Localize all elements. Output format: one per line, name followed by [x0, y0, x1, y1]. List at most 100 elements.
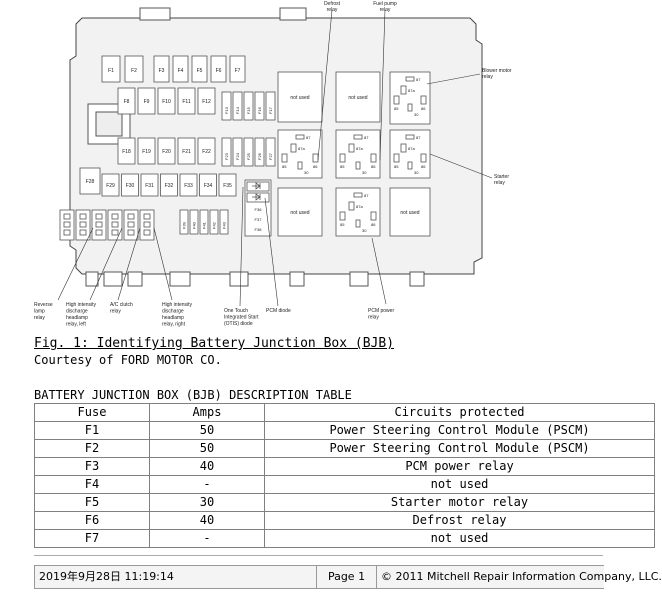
fuse-cell	[153, 55, 170, 83]
fuse-cell	[209, 209, 219, 235]
cell-amps: 30	[149, 493, 265, 512]
pin-label: 86	[371, 164, 376, 169]
relay-pin	[111, 221, 119, 228]
pin-label: 30	[362, 170, 367, 175]
pin-label: 30	[414, 170, 419, 175]
otis-diode-label: (OTIS) diode	[224, 321, 253, 327]
defrost-relay-label: Defrost	[324, 1, 341, 7]
relay-pin	[355, 161, 361, 170]
cell-amps: 40	[149, 511, 265, 530]
cell-fuse: F3	[34, 457, 150, 476]
relay-pin	[355, 219, 361, 228]
fuse-label: F11	[182, 99, 190, 105]
cell-circuit: not used	[264, 529, 655, 548]
relay-pin	[79, 213, 87, 220]
fuse-label: F36	[255, 207, 263, 212]
fuse-cell	[221, 137, 232, 167]
fuse-label: F37	[255, 217, 263, 222]
pin-label: 87a	[408, 146, 415, 151]
header-circuits: Circuits protected	[264, 403, 655, 422]
bjb-description-table: Fuse Amps Circuits protected F1 50 Power…	[34, 403, 655, 548]
fuse-cell	[179, 173, 198, 197]
fuse-label: F17	[268, 106, 273, 114]
fuse-label: F34	[204, 183, 213, 189]
pin-label: 86	[313, 164, 318, 169]
housing-tabs	[85, 7, 425, 287]
cell-fuse: F4	[34, 475, 150, 494]
otis-diode-label: Integrated Start	[224, 315, 259, 321]
relay-pin	[281, 153, 288, 163]
cell-circuit: Power Steering Control Module (PSCM)	[264, 421, 655, 440]
fuse-label: F38	[255, 227, 263, 232]
relay-pin	[348, 143, 355, 153]
fuse-label: F28	[86, 179, 95, 185]
fuse-label: F23	[224, 152, 229, 160]
fuse-cell	[172, 55, 189, 83]
pin-label: 87	[364, 135, 369, 140]
pin-label: 87	[364, 193, 369, 198]
blower-motor-relay-label: relay	[482, 74, 493, 80]
fuse-label: F30	[126, 183, 135, 189]
relay-pin	[127, 229, 135, 236]
pin-label: 87	[416, 135, 421, 140]
pin-label: 30	[414, 112, 419, 117]
fuse-label: F22	[202, 149, 211, 155]
table-title: BATTERY JUNCTION BOX (BJB) DESCRIPTION T…	[34, 388, 352, 402]
cell-fuse: F6	[34, 511, 150, 530]
reverse-lamp-relay-label: relay	[34, 315, 45, 321]
header-fuse: Fuse	[34, 403, 150, 422]
table-row: F4 - not used	[34, 475, 655, 494]
relay-pin	[370, 211, 377, 221]
footer-page: Page 1	[317, 566, 377, 588]
fuse-label: F4	[178, 68, 184, 74]
relay-pin	[353, 134, 363, 140]
pin-label: 87a	[356, 146, 363, 151]
fuse-label: F18	[122, 149, 131, 155]
fuse-cell	[229, 55, 246, 83]
fuse-cell	[160, 173, 178, 197]
pcm-power-relay-label: relay	[368, 315, 379, 321]
relay-pin	[297, 161, 303, 170]
hid-right-relay-label: headlamp	[162, 315, 184, 321]
relay-pin	[127, 213, 135, 220]
fuse-cell	[157, 87, 176, 115]
not-used-label: not used	[348, 95, 367, 101]
fuse-cell	[137, 87, 156, 115]
fuse-cell	[219, 209, 229, 235]
fuse-label: F3	[159, 68, 165, 74]
fuse-cell	[197, 137, 216, 165]
cell-circuit: Power Steering Control Module (PSCM)	[264, 439, 655, 458]
fuse-cell	[177, 137, 196, 165]
figure-caption: Fig. 1: Identifying Battery Junction Box…	[34, 336, 395, 351]
table-row: F6 40 Defrost relay	[34, 511, 655, 530]
cell-circuit: Defrost relay	[264, 511, 655, 530]
hid-left-relay-label: relay, left	[66, 322, 87, 328]
relay-pin	[95, 229, 103, 236]
cell-amps: 40	[149, 457, 265, 476]
unused-relay-position	[335, 71, 381, 123]
pin-label: 30	[362, 228, 367, 233]
cell-fuse: F5	[34, 493, 150, 512]
cell-fuse: F7	[34, 529, 150, 548]
relay-pin	[348, 201, 355, 211]
hid-right-relay-label: High intensity	[162, 302, 193, 308]
leader-lines	[57, 9, 493, 307]
table-row: F5 30 Starter motor relay	[34, 493, 655, 512]
table-header-row: Fuse Amps Circuits protected	[34, 403, 655, 422]
fuse-cell	[265, 91, 276, 121]
fuse-cell	[189, 209, 199, 235]
pin-label: 87a	[356, 204, 363, 209]
fuse-cell	[137, 137, 156, 165]
cell-amps: 50	[149, 439, 265, 458]
pcm-power-relay-label: PCM power	[368, 308, 394, 314]
relay-pin	[127, 221, 135, 228]
relay-pin	[407, 161, 413, 170]
fuse-label: F20	[162, 149, 171, 155]
footer-date: 2019年9月28日 11:19:14	[35, 566, 317, 588]
fuse-cell	[265, 137, 276, 167]
print-footer: 2019年9月28日 11:19:14 Page 1 © 2011 Mitche…	[34, 565, 662, 589]
relay-pin	[143, 221, 151, 228]
pin-label: 85	[282, 164, 287, 169]
relay-pin	[370, 153, 377, 163]
